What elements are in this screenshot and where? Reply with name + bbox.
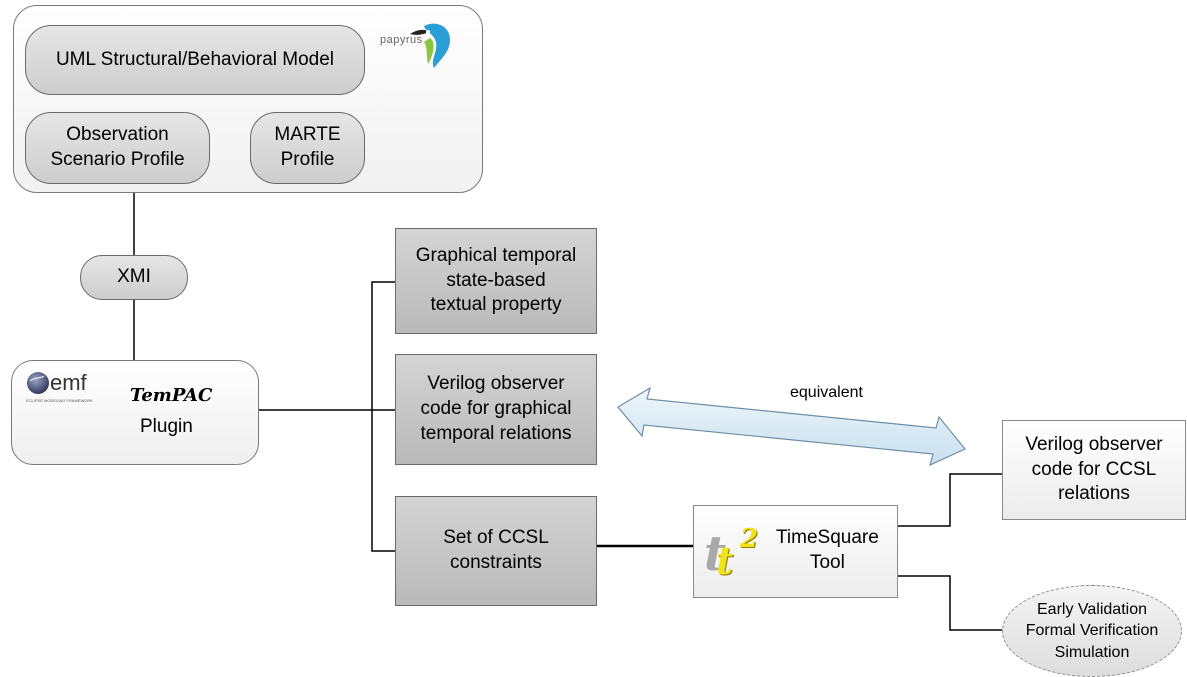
timesquare-tool-box: t t 2 TimeSquare Tool xyxy=(693,505,898,598)
line-timesquare-validation xyxy=(898,575,1005,631)
observation-profile-box: Observation Scenario Profile xyxy=(25,112,210,184)
tempac-name: TemPAC xyxy=(130,385,213,406)
equivalent-arrow xyxy=(617,386,966,467)
validation-label: Early Validation Formal Verification Sim… xyxy=(1025,600,1159,661)
line-bus-vertical xyxy=(371,281,395,552)
timesquare-logo-icon: t t 2 xyxy=(704,524,759,583)
verilog-graphical-box: Verilog observer code for graphical temp… xyxy=(395,354,597,465)
emf-subtitle: ECLIPSE MODELING FRAMEWORK xyxy=(26,398,93,403)
emf-logo-text: emf xyxy=(50,370,87,395)
line-timesquare-verilog xyxy=(898,473,1002,527)
verilog-ccsl-label: Verilog observer code for CCSL relations xyxy=(1025,433,1163,505)
ccsl-set-label: Set of CCSL constraints xyxy=(443,527,549,573)
graphical-property-box: Graphical temporal state-based textual p… xyxy=(395,228,597,334)
validation-ellipse: Early Validation Formal Verification Sim… xyxy=(1002,585,1182,677)
tempac-plugin-box: emf ECLIPSE MODELING FRAMEWORK TemPAC Pl… xyxy=(11,360,259,465)
uml-model-label: UML Structural/Behavioral Model xyxy=(55,48,335,70)
papyrus-logo: papyrus xyxy=(380,20,460,70)
tempac-plugin-label: Plugin xyxy=(140,416,193,437)
graphical-property-label: Graphical temporal state-based textual p… xyxy=(415,244,577,316)
verilog-graphical-label: Verilog observer code for graphical temp… xyxy=(420,373,572,444)
uml-model-box: UML Structural/Behavioral Model xyxy=(25,25,365,95)
papyrus-bird-icon xyxy=(410,23,450,68)
timesquare-label: TimeSquare Tool xyxy=(776,527,879,573)
xmi-label: XMI xyxy=(117,266,151,288)
emf-logo: emf ECLIPSE MODELING FRAMEWORK xyxy=(26,370,116,403)
xmi-box: XMI xyxy=(80,255,188,300)
equivalent-label: equivalent xyxy=(790,384,863,401)
papyrus-logo-text: papyrus xyxy=(380,34,423,46)
emf-globe-icon xyxy=(27,372,49,394)
ccsl-set-box: Set of CCSL constraints xyxy=(395,496,597,606)
marte-profile-label: MARTE Profile xyxy=(274,124,341,170)
verilog-ccsl-box: Verilog observer code for CCSL relations xyxy=(1002,420,1186,520)
marte-profile-box: MARTE Profile xyxy=(250,112,365,184)
observation-profile-label: Observation Scenario Profile xyxy=(50,124,185,170)
